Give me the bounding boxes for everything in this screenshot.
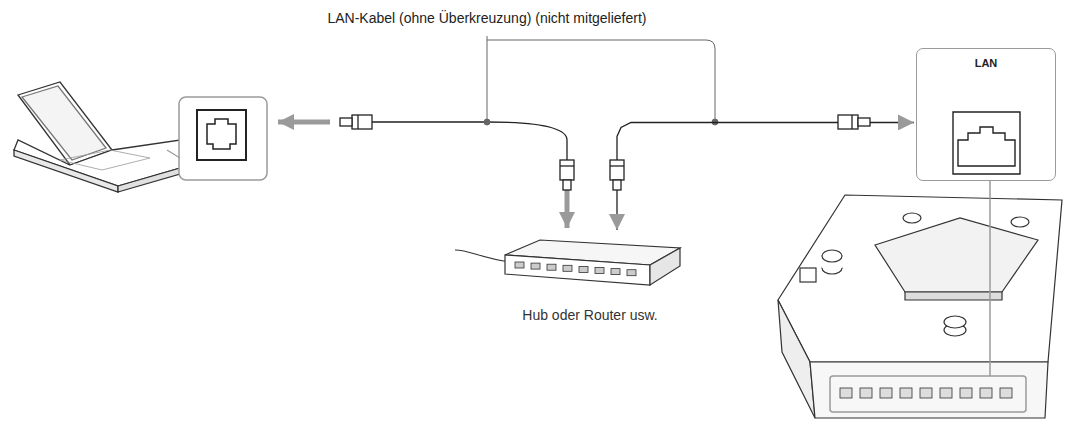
lan-port-inset: LAN — [916, 48, 1056, 181]
port-label: LAN — [975, 57, 998, 69]
laptop — [14, 82, 180, 192]
rj45-plug — [340, 115, 372, 129]
device-label: Hub oder Router usw. — [520, 307, 659, 323]
lan-cable — [617, 122, 914, 230]
rj45-plug — [560, 160, 574, 190]
laptop-port-inset — [167, 97, 267, 180]
hub-device — [455, 240, 680, 285]
rj45-plug — [838, 115, 870, 129]
laptop-cable — [278, 122, 567, 228]
label-leader — [484, 36, 718, 125]
projector-port-panel — [830, 376, 1026, 412]
projector — [778, 195, 1062, 418]
cable-label: LAN-Kabel (ohne Überkreuzung) (nicht mit… — [325, 10, 648, 26]
rj45-plug — [610, 160, 624, 190]
hub-ports — [515, 262, 636, 276]
inset-leader — [989, 181, 991, 376]
hub-router: Hub oder Router usw. — [490, 232, 690, 327]
lan-port-icon — [953, 112, 1020, 174]
